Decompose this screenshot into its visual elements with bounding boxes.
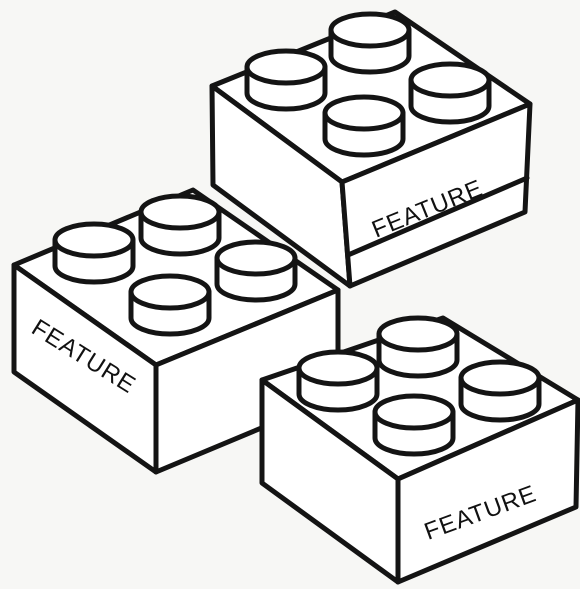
front-feature-block: FEATURE (259, 315, 580, 585)
back-feature-block: FEATURE (209, 9, 533, 289)
left-feature-block: FEATURE (11, 187, 341, 475)
